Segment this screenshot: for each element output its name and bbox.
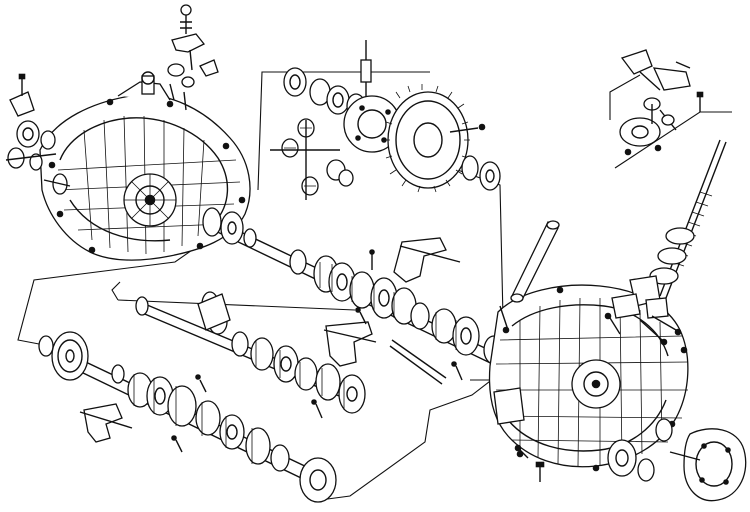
selector-mechanism — [604, 139, 727, 346]
pinion-shaft-assembly — [38, 331, 337, 503]
differential-assembly — [270, 40, 501, 200]
top-linkage — [167, 4, 219, 111]
loose-fasteners — [171, 307, 463, 453]
front-transmission-case — [39, 71, 251, 261]
input-shaft-assembly — [202, 207, 511, 371]
shift-forks — [79, 237, 461, 443]
front-case-small-parts — [5, 73, 71, 195]
selector-housing — [619, 49, 704, 156]
breather-tube — [510, 220, 560, 303]
rear-cover-parts — [499, 305, 747, 502]
output-shaft-assembly — [135, 291, 366, 414]
